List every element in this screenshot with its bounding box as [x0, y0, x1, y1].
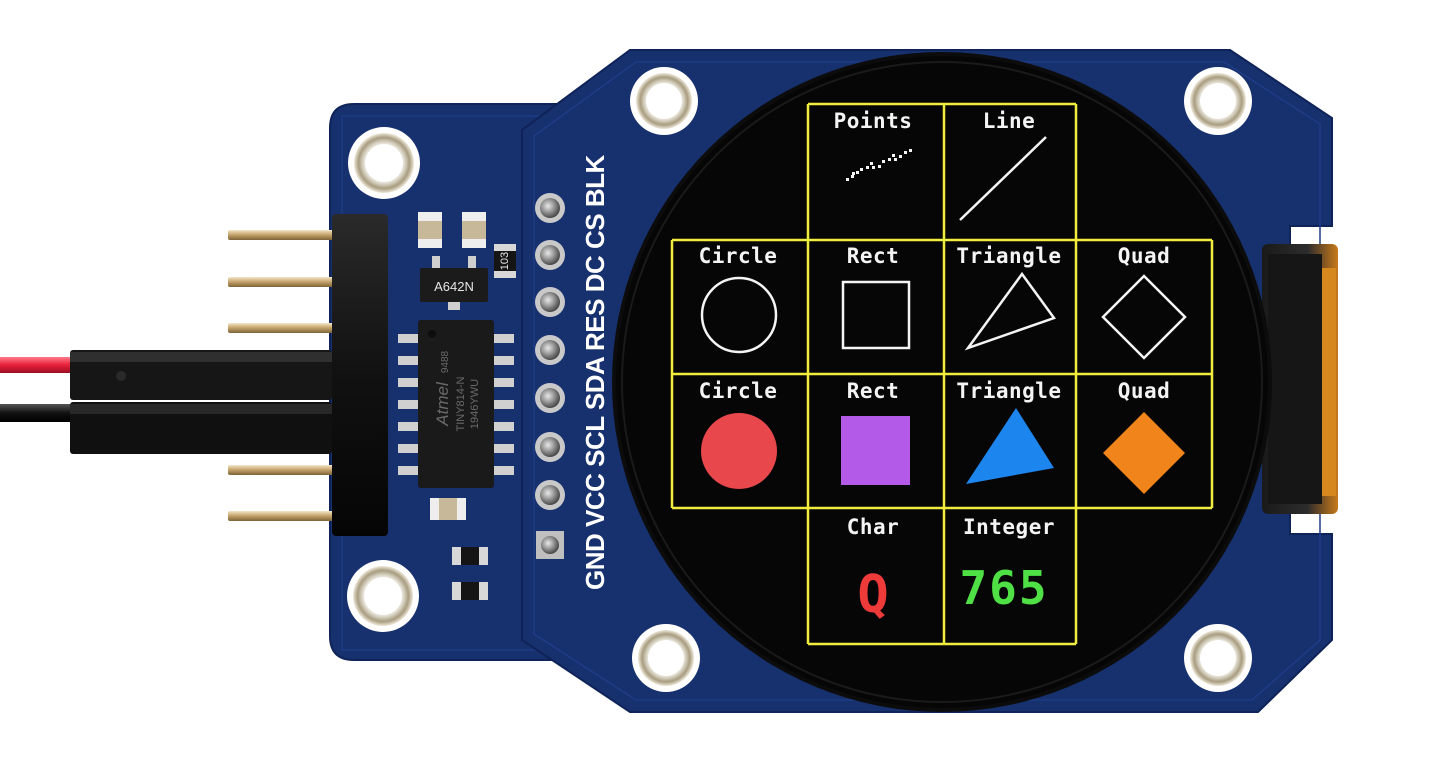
display-pin-labels: GND VCC SCL SDA RES DC CS BLK: [580, 155, 610, 590]
mcu-pin: [492, 466, 514, 475]
mcu-pin: [398, 444, 420, 453]
display-mount-hole-top-right: [1184, 67, 1252, 135]
voltage-regulator-chip: A642N: [420, 256, 488, 310]
mcu-pin: [398, 466, 420, 475]
resistor-marking: 103: [499, 252, 511, 270]
mcu-brand: Atmel: [433, 381, 452, 427]
mcu-pin: [492, 378, 514, 387]
label-rect-filled: Rect: [847, 379, 900, 403]
label-points: Points: [834, 109, 913, 133]
left-pcb-mount-hole-bottom: [347, 560, 419, 632]
rect-filled-shape: [841, 416, 910, 485]
quad-outline-shape: [1101, 274, 1187, 360]
mcu-pin: [398, 400, 420, 409]
point-dot: [856, 171, 859, 174]
rect-outline-shape: [841, 280, 911, 350]
integer-value: 765: [959, 561, 1048, 615]
point-dot: [851, 175, 854, 178]
point-dot: [888, 158, 891, 161]
mcu-line-2: TINY814-N: [455, 376, 467, 431]
pin-pad-scl: [535, 432, 565, 462]
point-dot: [846, 178, 849, 181]
pin-pad-sda: [535, 383, 565, 413]
line-drawing: [959, 136, 1047, 221]
label-quad-filled: Quad: [1118, 379, 1171, 403]
pin-pad-gnd: [536, 531, 564, 559]
point-dot: [894, 158, 897, 161]
mcu-pin: [398, 356, 420, 365]
point-dot: [904, 151, 907, 154]
point-dot: [866, 166, 869, 169]
mcu-pin: [492, 400, 514, 409]
display-pin-label-strip: GND VCC SCL SDA RES DC CS BLK: [580, 155, 610, 590]
triangle-filled-shape: [966, 408, 1054, 484]
pin-pad-vcc: [535, 480, 565, 510]
left-header-housing: [332, 214, 388, 536]
label-quad-outline: Quad: [1118, 244, 1171, 268]
quad-filled-shape: [1103, 412, 1185, 494]
pin-pad-res: [535, 335, 565, 365]
point-dot: [882, 160, 885, 163]
display-mount-hole-top-left: [630, 67, 698, 135]
display-mount-hole-bottom-left: [632, 624, 700, 692]
label-integer: Integer: [963, 515, 1055, 539]
label-char: Char: [847, 515, 900, 539]
circle-filled-shape: [701, 413, 777, 489]
mcu-pin: [398, 422, 420, 431]
smd-resistor-103: 103: [494, 244, 516, 278]
smd-resistors-bottom: [452, 547, 488, 600]
point-dot: [852, 172, 855, 175]
display-labels: Points Line Circle Rect Triangle Quad Ci…: [699, 109, 1171, 539]
pin-pad-cs: [535, 240, 565, 270]
jumper-wires: [0, 350, 332, 454]
regulator-marking: A642N: [434, 279, 474, 294]
display-pin-pads: [535, 193, 565, 559]
round-tft-display: [612, 52, 1272, 712]
left-pcb-mount-hole-top: [348, 127, 420, 199]
point-dot: [860, 168, 863, 171]
pin-pad-blk: [535, 193, 565, 223]
pin-pad-dc: [535, 287, 565, 317]
mcu-pin: [492, 444, 514, 453]
point-dot: [872, 166, 875, 169]
char-value: Q: [857, 565, 888, 625]
smd-capacitors: [418, 212, 486, 248]
label-circle-filled: Circle: [699, 379, 778, 403]
microcontroller-chip: Atmel 9488 TINY814-N 1946YWU: [398, 320, 514, 488]
display-flex-cable: [1262, 244, 1338, 514]
label-rect-outline: Rect: [847, 244, 900, 268]
point-dot: [892, 154, 895, 157]
label-triangle-outline: Triangle: [956, 244, 1061, 268]
point-dot: [899, 155, 902, 158]
smd-capacitor-bottom: [430, 498, 466, 520]
mcu-pin: [398, 334, 420, 343]
display-grid: [670, 102, 1214, 646]
mcu-pin: [492, 334, 514, 343]
point-dot: [878, 165, 881, 168]
point-dot: [870, 162, 873, 165]
points-drawing: [846, 149, 912, 181]
mcu-line-1: 9488: [440, 350, 451, 373]
label-triangle-filled: Triangle: [956, 379, 1061, 403]
label-circle-outline: Circle: [699, 244, 778, 268]
display-mount-hole-bottom-right: [1184, 624, 1252, 692]
point-dot: [909, 149, 912, 152]
mcu-pin: [398, 378, 420, 387]
mcu-pin: [492, 356, 514, 365]
label-line: Line: [983, 109, 1036, 133]
triangle-outline-shape: [964, 271, 1057, 351]
circle-outline-shape: [700, 276, 778, 354]
mcu-pin: [492, 422, 514, 431]
mcu-line-3: 1946YWU: [469, 379, 481, 429]
